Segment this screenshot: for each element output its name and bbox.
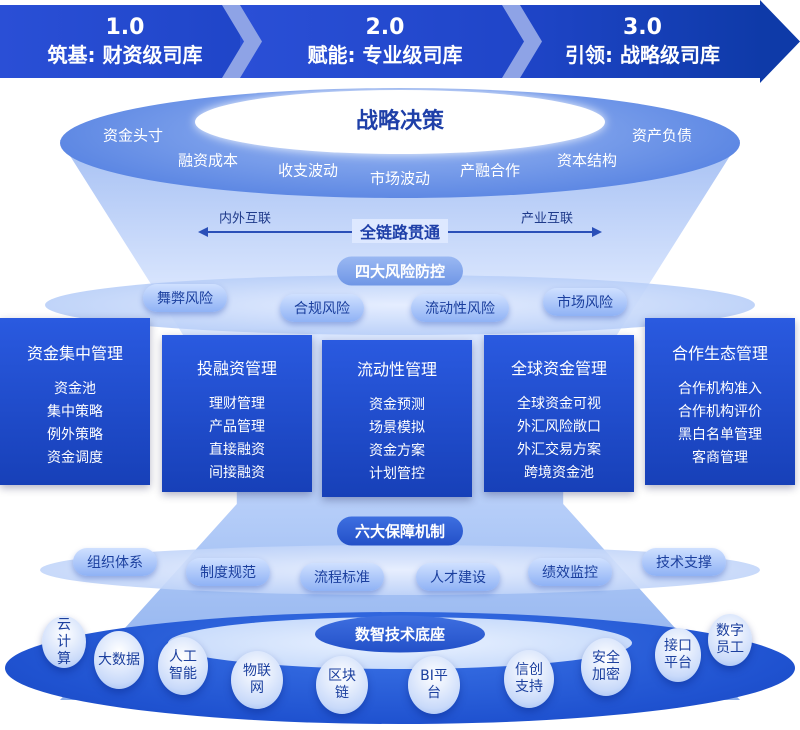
tech-item: 大数据 (94, 631, 144, 689)
module-title: 投融资管理 (196, 359, 277, 378)
guarantee-item: 技术支撑 (642, 548, 726, 576)
module-title: 合作生态管理 (671, 344, 768, 363)
module-item: 场景模拟 (369, 420, 425, 436)
module-card: 投融资管理理财管理产品管理直接融资间接融资 (162, 335, 312, 492)
module-item: 直接融资 (209, 442, 265, 458)
guarantee-item: 流程标准 (300, 563, 384, 591)
module-item: 理财管理 (209, 396, 265, 412)
risk-item: 舞弊风险 (143, 284, 227, 312)
tech-item: 物联网 (231, 651, 283, 709)
guarantee-item: 人才建设 (416, 563, 500, 591)
foundation-title: 数智技术底座 (314, 615, 486, 653)
module-item: 客商管理 (692, 450, 748, 466)
strategy-item: 市场波动 (369, 169, 431, 188)
module-item: 资金方案 (369, 443, 425, 459)
stage-num: 1.0 (105, 14, 145, 40)
strategy-item: 收支波动 (277, 161, 339, 180)
module-card: 流动性管理资金预测场景模拟资金方案计划管控 (322, 340, 472, 497)
module-item: 合作机构准入 (678, 381, 762, 397)
guarantee-item: 绩效监控 (528, 558, 612, 586)
module-item: 全球资金可视 (517, 396, 601, 412)
risk-item: 流动性风险 (411, 294, 509, 322)
module-item: 集中策略 (47, 404, 103, 420)
strategy-item: 产融合作 (459, 161, 521, 180)
module-item: 资金调度 (47, 450, 103, 466)
risk-title: 四大风险防控 (336, 256, 464, 286)
tech-item: 云计算 (42, 616, 86, 668)
strategy-center (195, 90, 605, 154)
strategy-item: 融资成本 (177, 151, 239, 170)
module-item: 产品管理 (209, 419, 265, 435)
module-item: 外汇风险敞口 (517, 419, 601, 435)
module-item: 资金预测 (369, 397, 425, 413)
tech-item: 接口平台 (655, 628, 701, 682)
risk-item: 合规风险 (280, 294, 364, 322)
tech-item: 区块链 (316, 656, 368, 714)
module-item: 资金池 (54, 381, 96, 397)
guarantee-item: 制度规范 (186, 558, 270, 586)
module-item: 跨境资金池 (524, 465, 594, 481)
link-left: 内外互联 (218, 211, 272, 227)
tech-item: 信创支持 (504, 650, 554, 708)
module-title: 全球资金管理 (510, 359, 607, 378)
strategy-title: 战略决策 (355, 109, 445, 134)
tech-item: 人工智能 (158, 637, 208, 695)
guarantee-title: 六大保障机制 (336, 516, 464, 546)
module-card: 全球资金管理全球资金可视外汇风险敞口外汇交易方案跨境资金池 (484, 335, 634, 492)
tech-item: 安全加密 (581, 638, 631, 696)
tech-item: 数字员工 (708, 614, 752, 666)
module-item: 合作机构评价 (678, 404, 762, 420)
strategy-item: 资金头寸 (102, 126, 164, 145)
stage-num: 3.0 (623, 14, 662, 40)
stage-title: 赋能: 专业级司库 (307, 42, 463, 67)
tech-item: BI平台 (408, 656, 460, 714)
module-item: 例外策略 (47, 427, 103, 443)
module-item: 间接融资 (209, 465, 265, 481)
module-title: 流动性管理 (356, 360, 437, 379)
stage-title: 筑基: 财资级司库 (47, 42, 203, 67)
risk-item: 市场风险 (543, 288, 627, 316)
link-title: 全链路贯通 (351, 219, 449, 243)
arrow-head (760, 0, 800, 83)
stage-num: 2.0 (365, 14, 405, 40)
module-card: 资金集中管理资金池集中策略例外策略资金调度 (0, 318, 150, 485)
guarantee-item: 组织体系 (73, 548, 157, 576)
strategy-item: 资本结构 (556, 151, 618, 170)
strategy-item: 资产负债 (631, 126, 693, 145)
module-title: 资金集中管理 (26, 344, 123, 363)
module-item: 黑白名单管理 (678, 427, 762, 443)
link-right: 产业互联 (520, 211, 574, 227)
stage-title: 引领: 战略级司库 (565, 42, 720, 67)
module-card: 合作生态管理合作机构准入合作机构评价黑白名单管理客商管理 (645, 318, 795, 485)
guarantee-ring (40, 545, 760, 595)
arrow-left-icon (198, 227, 208, 237)
arrow-right-icon (592, 227, 602, 237)
module-item: 计划管控 (369, 466, 425, 482)
module-item: 外汇交易方案 (517, 442, 601, 458)
